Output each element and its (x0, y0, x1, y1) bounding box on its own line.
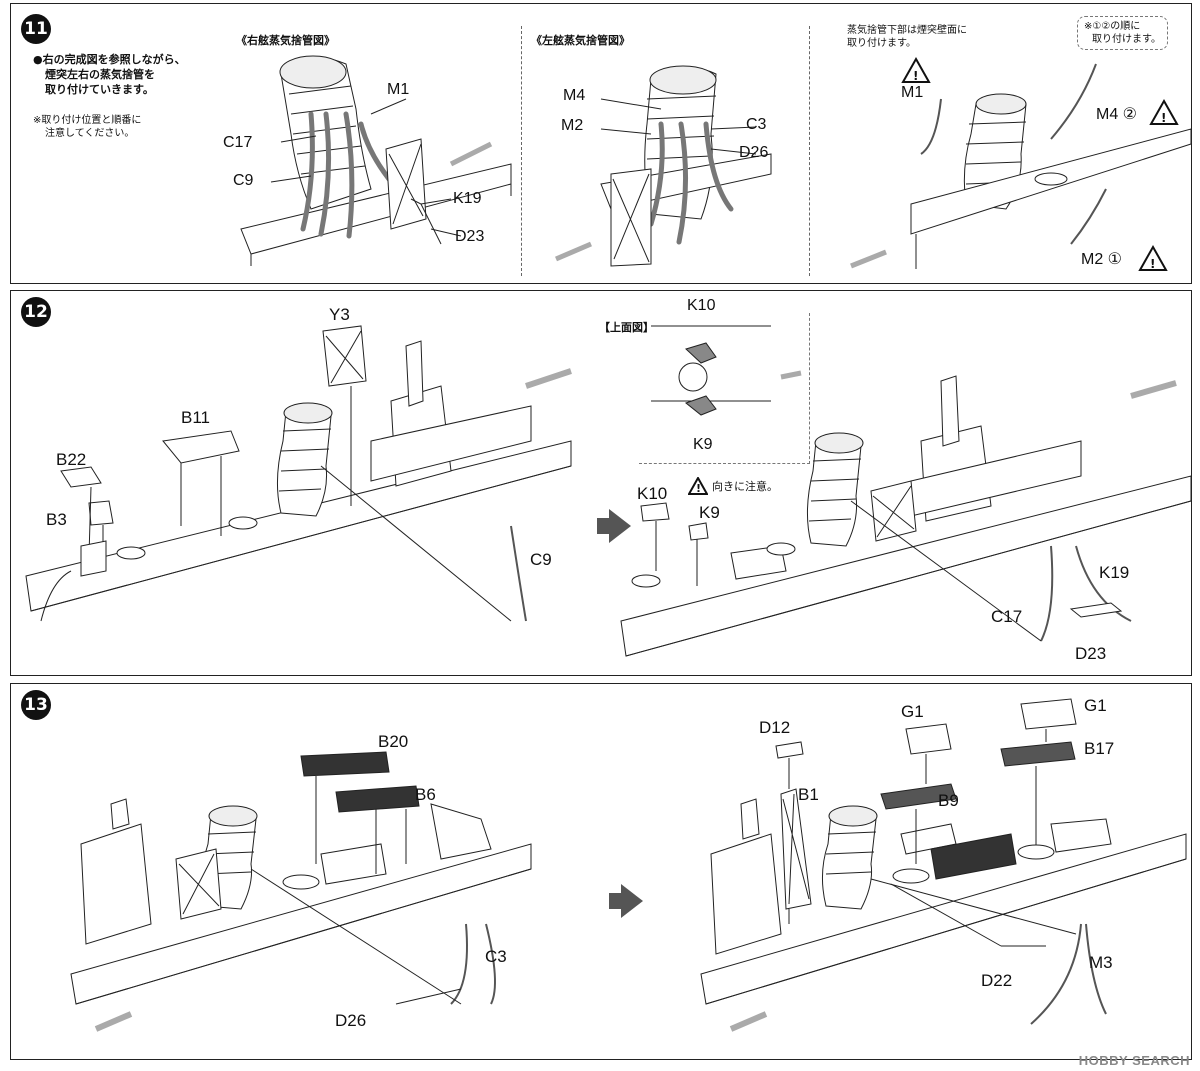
caution-line-1: ※取り付け位置と順番に (33, 115, 142, 126)
label-d22: D22 (981, 971, 1013, 990)
next-step-arrow-12 (597, 509, 631, 543)
orientation-note: ! 向きに注意。 (688, 477, 778, 495)
label-g1-a: G1 (901, 702, 924, 721)
divider-1 (521, 26, 522, 276)
step-12-illustration (25, 325, 1192, 657)
label-k19: K19 (453, 190, 482, 207)
top-view-title: 【上面図】 (599, 321, 654, 334)
divider-2 (809, 26, 810, 276)
instruction-line-1: ●右の完成図を参照しながら、 (33, 53, 186, 66)
svg-text:!: ! (696, 482, 701, 495)
label-m4-right: M4 ② (1096, 106, 1138, 123)
caution-text: ※取り付け位置と順番に 注意してください。 (33, 114, 141, 140)
label-c17: C17 (223, 134, 253, 151)
step-12-panel: 12 (10, 290, 1192, 676)
port-caption: 《左舷蒸気捨管図》 (531, 34, 630, 47)
step-number-13: 13 (21, 690, 51, 720)
step-11-panel: 11 ●右の完成図を参照しながら、 煙突左右の蒸気捨管を 取り付けていきます。 … (10, 3, 1192, 284)
watermark: HOBBY SEARCH (1078, 1053, 1190, 1068)
label-g1-b: G1 (1084, 696, 1107, 715)
label-c9: C9 (233, 172, 254, 189)
label-b3: B3 (46, 510, 67, 529)
right-note-line-2: 取り付けます。 (847, 38, 916, 49)
right-note: 蒸気捨管下部は煙突壁面に 取り付けます。 (847, 24, 967, 50)
label-d26: D26 (739, 144, 769, 161)
order-note-line-2: 取り付けます。 (1092, 34, 1161, 45)
label-k19-12: K19 (1099, 563, 1130, 582)
step-13-panel: 13 (10, 683, 1192, 1060)
svg-text:!: ! (1161, 111, 1166, 125)
label-k9-top: K9 (693, 436, 713, 453)
label-c3-13: C3 (485, 947, 507, 966)
step-11-illustration: !!! (240, 55, 1192, 271)
step-number-12: 12 (21, 297, 51, 327)
next-step-arrow-13 (609, 884, 643, 918)
label-d12: D12 (759, 718, 791, 737)
svg-text:!: ! (1150, 257, 1155, 271)
label-b1: B1 (798, 785, 819, 804)
label-b6: B6 (415, 785, 436, 804)
label-b9: B9 (938, 791, 959, 810)
label-d23-12: D23 (1075, 644, 1107, 663)
label-m2-right: M2 ① (1081, 251, 1123, 268)
instruction-line-2: 煙突左右の蒸気捨管を (45, 68, 155, 81)
order-note-line-1: ※①②の順に (1084, 21, 1141, 32)
step-number-11: 11 (21, 14, 51, 44)
right-note-line-1: 蒸気捨管下部は煙突壁面に (847, 25, 967, 36)
label-c17-12: C17 (991, 607, 1023, 626)
label-c9-12: C9 (530, 550, 552, 569)
top-view-box (639, 313, 810, 464)
label-d26-13: D26 (335, 1011, 367, 1030)
warning-icon: ! (688, 477, 708, 495)
instruction-line-3: 取り付けていきます。 (45, 83, 154, 96)
step-13-illustration (70, 698, 1187, 1032)
label-k10: K10 (637, 484, 668, 503)
svg-text:!: ! (913, 69, 918, 83)
label-k9: K9 (699, 503, 720, 522)
label-m1: M1 (387, 81, 410, 98)
label-k10-top: K10 (687, 297, 716, 314)
instruction-text: ●右の完成図を参照しながら、 煙突左右の蒸気捨管を 取り付けていきます。 (33, 52, 186, 97)
label-b17: B17 (1084, 739, 1115, 758)
label-b20: B20 (378, 732, 409, 751)
order-note-box: ※①②の順に 取り付けます。 (1077, 16, 1168, 50)
label-c3: C3 (746, 116, 767, 133)
label-m1-right: M1 (901, 84, 924, 101)
label-m4: M4 (563, 87, 586, 104)
label-d23: D23 (455, 228, 485, 245)
label-m2: M2 (561, 117, 584, 134)
orientation-note-text: 向きに注意。 (712, 479, 778, 493)
starboard-caption: 《右舷蒸気捨管図》 (236, 34, 335, 47)
label-m3: M3 (1089, 953, 1113, 972)
label-y3: Y3 (329, 305, 350, 324)
label-b11: B11 (181, 408, 210, 427)
label-b22: B22 (56, 450, 87, 469)
caution-line-2: 注意してください。 (45, 128, 135, 139)
